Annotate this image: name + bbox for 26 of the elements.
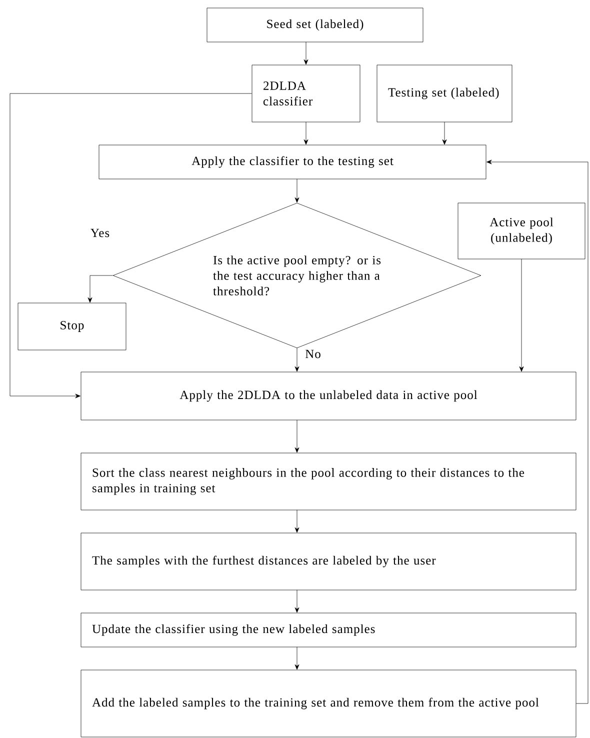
process-box: The samples with the furthest distances are labeled by the user <box>80 532 576 590</box>
process-box: 2DLDA classifier <box>252 64 360 122</box>
arrow <box>294 510 300 533</box>
arrow <box>10 93 252 398</box>
arrow <box>519 258 524 372</box>
process-box: Apply the 2DLDA to the unlabeled data in active pool <box>80 372 576 420</box>
process-box: Apply the classifier to the testing set <box>98 144 486 180</box>
edge-label: Yes <box>89 228 111 238</box>
arrow <box>294 590 300 613</box>
arrow <box>442 122 447 145</box>
data-box: Active pool (unlabeled) <box>458 202 586 260</box>
arrow <box>304 122 308 145</box>
arrow <box>304 42 308 65</box>
edge-label: No <box>304 348 322 360</box>
terminal-box: Stop <box>18 302 126 350</box>
process-box: Seed set (labeled) <box>206 8 424 42</box>
arrow <box>486 160 588 704</box>
process-box: Update the classifier using the new labeled samples <box>80 612 576 648</box>
arrow <box>294 420 300 453</box>
arrow <box>294 646 300 670</box>
arrow <box>88 275 113 303</box>
process-box: Sort the class nearest neighbours in the pool according to their distances to the samples in training set <box>80 452 576 510</box>
process-box: Add the labeled samples to the training set and remove them from the active pool <box>80 670 576 738</box>
data-box: Testing set (labeled) <box>376 64 512 122</box>
arrow <box>294 348 300 372</box>
arrow <box>294 178 300 203</box>
